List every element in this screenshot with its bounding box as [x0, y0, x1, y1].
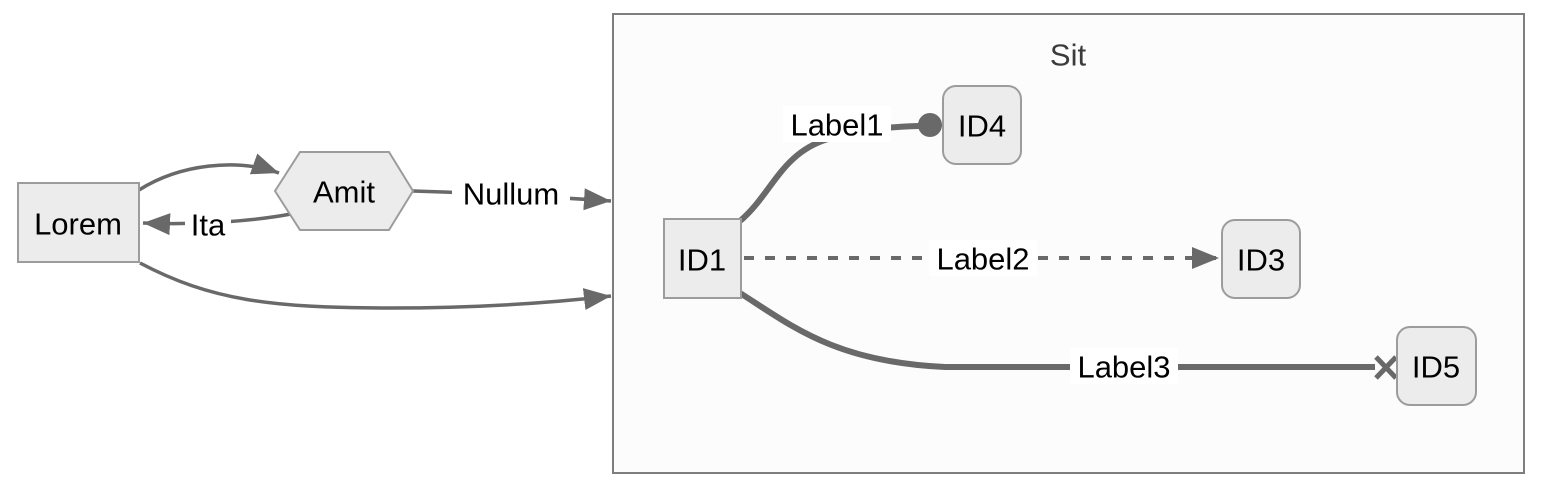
- cluster-sit-box: [612, 13, 1525, 474]
- node-id1-shape: [663, 218, 742, 299]
- node-amit-label: Amit: [313, 175, 375, 210]
- edge-label-nullum-bg: [452, 175, 570, 211]
- node-id3-shape: [1221, 219, 1301, 299]
- node-id4-shape: [942, 85, 1022, 165]
- edge-labels-layer: Ita Nullum Label1 Label2 Label3: [185, 106, 1178, 385]
- edge-label-label2: Label2: [929, 240, 1037, 277]
- node-id3: ID3: [1221, 219, 1301, 299]
- node-lorem-shape: [17, 182, 140, 263]
- cluster-sit-title: Sit: [1050, 38, 1087, 73]
- edge-label-nullum-text: Nullum: [463, 177, 559, 212]
- nodes-layer: Lorem Amit ID1 ID4 ID3 ID5: [17, 85, 1477, 406]
- node-amit: Amit: [273, 151, 415, 231]
- edge-label-ita: Ita: [185, 206, 231, 243]
- node-id5-shape: [1396, 326, 1477, 406]
- edge-label-label1-bg: [783, 106, 891, 142]
- edge-id1-id5: [738, 290, 1375, 370]
- edge-label-label3: Label3: [1070, 348, 1178, 385]
- node-id3-label: ID3: [1237, 243, 1285, 278]
- node-amit-shape: [273, 151, 415, 231]
- edge-label-ita-bg: [185, 206, 231, 242]
- node-lorem-label: Lorem: [34, 207, 122, 242]
- edge-label-label1: Label1: [783, 106, 891, 143]
- edge-label-nullum: Nullum: [452, 175, 570, 212]
- edge-label-label3-text: Label3: [1077, 350, 1170, 385]
- node-lorem: Lorem: [17, 182, 140, 263]
- node-id1: ID1: [663, 218, 742, 299]
- node-id1-label: ID1: [678, 243, 726, 278]
- node-id4-label: ID4: [958, 109, 1006, 144]
- edge-label-label2-bg: [929, 240, 1037, 276]
- edge-label-ita-text: Ita: [191, 208, 226, 243]
- cluster-sit: Sit: [612, 13, 1525, 474]
- edge-label-label2-text: Label2: [936, 242, 1029, 277]
- edge-lorem-sit: [139, 261, 612, 311]
- circle-terminal-icon: [918, 113, 942, 137]
- edge-lorem-amit: [138, 153, 280, 192]
- node-id5: ID5: [1396, 326, 1477, 406]
- edge-label-label1-text: Label1: [790, 108, 883, 143]
- node-id4: ID4: [942, 85, 1022, 165]
- node-id5-label: ID5: [1412, 350, 1460, 385]
- edge-label-label3-bg: [1070, 348, 1178, 384]
- cross-terminal-icon: [1374, 355, 1398, 380]
